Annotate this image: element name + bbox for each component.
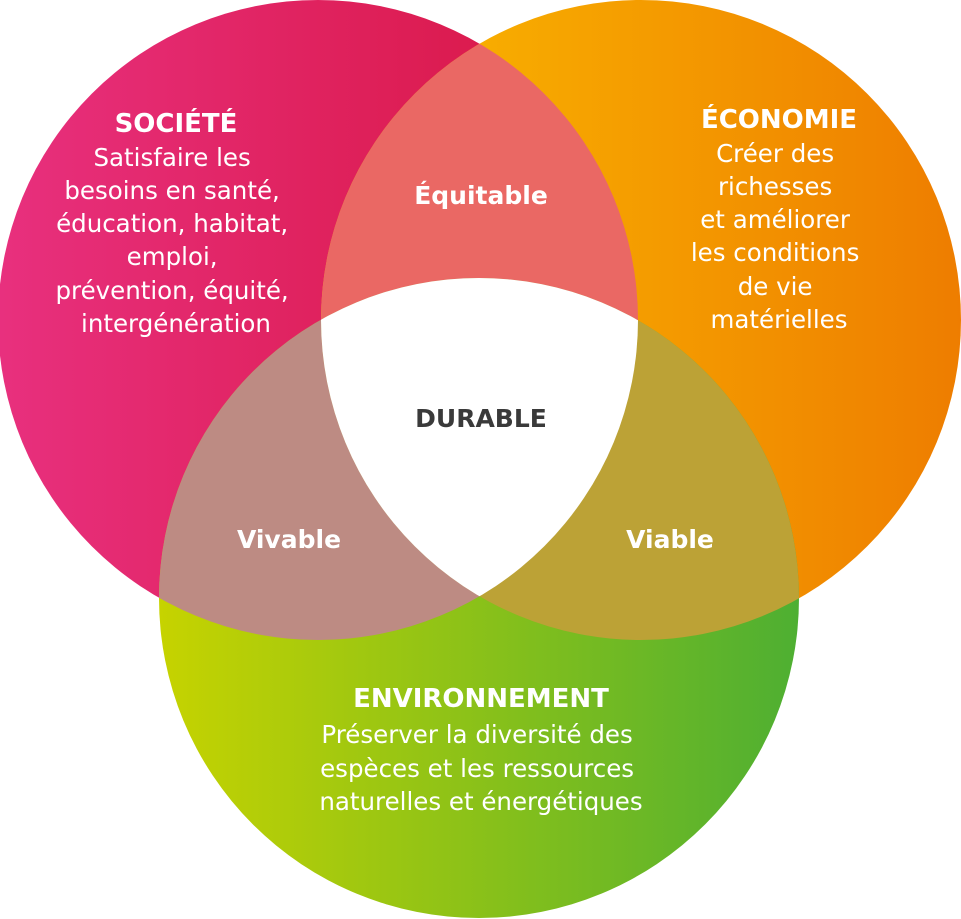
economie-line-4: les conditions: [691, 238, 859, 267]
vivable-label: Vivable: [237, 525, 341, 554]
economie-title: ÉCONOMIE: [701, 103, 857, 135]
environnement-line-3: naturelles et énergétiques: [319, 787, 642, 816]
societe-line-3: éducation, habitat,: [56, 209, 288, 238]
economie-line-2: richesses: [718, 172, 832, 201]
equitable-label: Équitable: [414, 181, 548, 210]
societe-line-6: intergénération: [81, 309, 271, 338]
environnement-line-1: Préserver la diversité des: [321, 720, 632, 749]
durable-label: DURABLE: [415, 404, 547, 433]
societe-line-4: emploi,: [127, 242, 218, 271]
societe-line-1: Satisfaire les: [93, 143, 250, 172]
economie-line-1: Créer des: [716, 139, 834, 168]
environnement-title: ENVIRONNEMENT: [353, 684, 609, 714]
societe-line-5: prévention, équité,: [56, 276, 289, 305]
economie-line-5: de vie: [738, 272, 813, 301]
societe-line-2: besoins en santé,: [64, 176, 279, 205]
economie-line-3: et améliorer: [700, 205, 851, 234]
svg-text:Préserver la diversité des: Préserver la diversité des espèces et le…: [319, 720, 642, 816]
economie-line-6: matérielles: [711, 305, 848, 334]
societe-title: SOCIÉTÉ: [115, 107, 238, 139]
svg-text:Créer des richesses et: Créer des richesses et améliorer les con…: [691, 139, 867, 334]
svg-text:Satisfaire les besoins en: Satisfaire les besoins en santé, éducati…: [56, 143, 297, 338]
viable-label: Viable: [626, 525, 714, 554]
environnement-line-2: espèces et les ressources: [320, 754, 634, 783]
